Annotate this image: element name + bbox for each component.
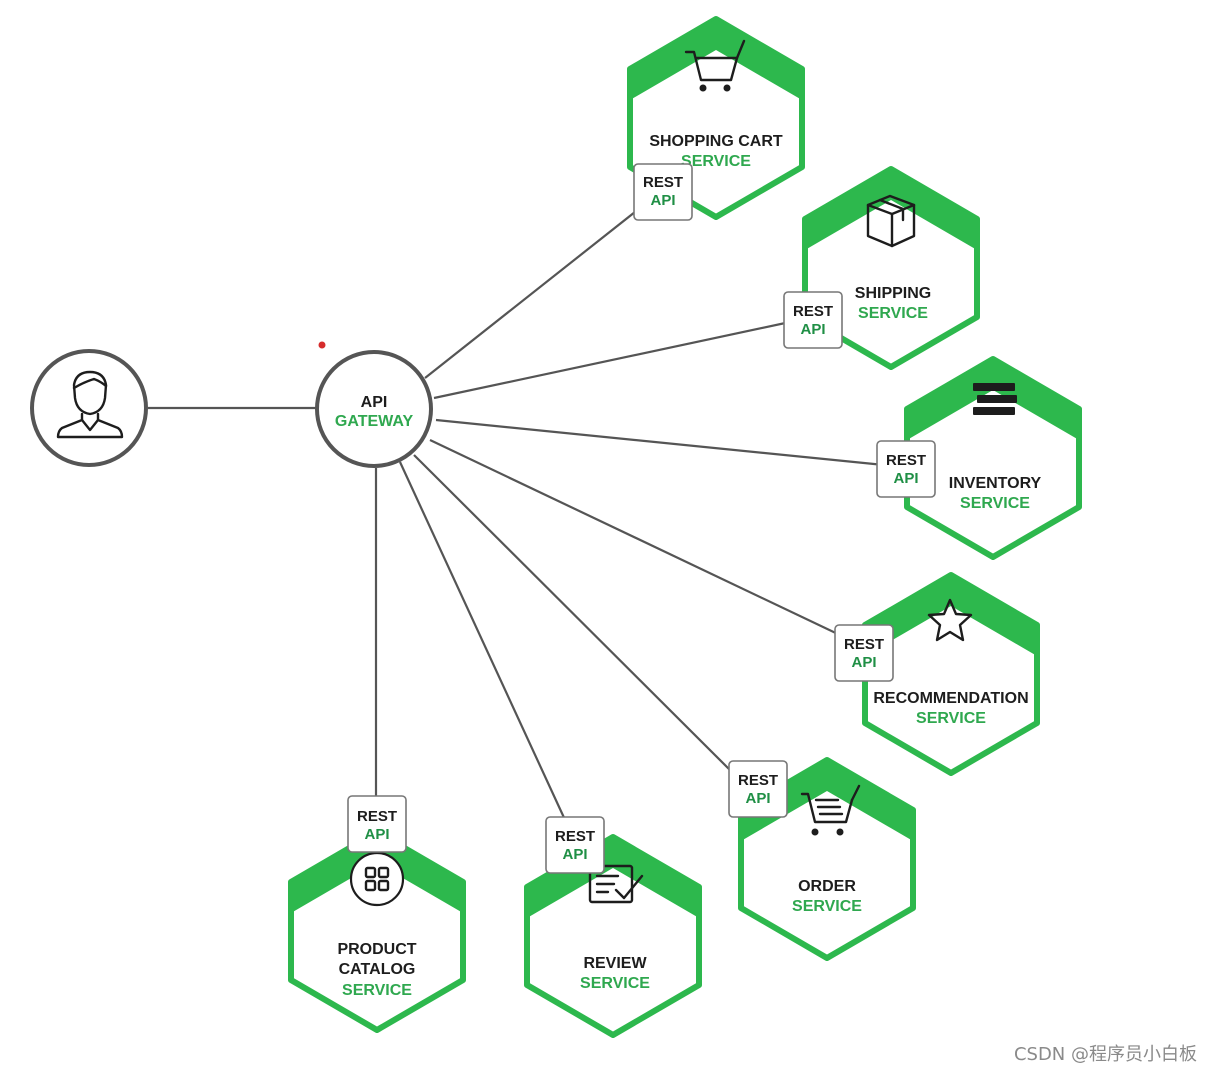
rest-api-badge-product-catalog: REST API [347,795,407,853]
connector-inventory [435,418,885,467]
connector-shopping-cart [424,207,641,379]
rest-api-badge-shopping-cart: REST API [633,163,693,221]
connector-order [413,454,739,779]
user-icon [56,370,124,439]
api-gateway-node: API GATEWAY [315,350,433,468]
svg-text:REST: REST [643,174,683,191]
svg-text:REST: REST [886,452,926,469]
service-review: REVIEW SERVICE [524,834,702,1038]
svg-text:API: API [364,826,389,843]
gateway-label-line2: GATEWAY [335,413,414,430]
svg-text:API: API [851,654,876,671]
service-subtitle: SERVICE [858,305,928,322]
service-name: PRODUCT [337,941,416,958]
connector-review [399,461,567,823]
svg-text:REST: REST [844,636,884,653]
service-name: SHIPPING [855,285,931,302]
rest-api-badge-recommendation: REST API [834,624,894,682]
service-name: ORDER [798,878,856,895]
connector-shipping [433,320,791,400]
svg-text:API: API [893,470,918,487]
shopping-cart-icon [684,39,746,92]
svg-text:REST: REST [555,828,595,845]
service-name: REVIEW [583,955,647,972]
rest-api-badge-review: REST API [545,816,605,874]
service-name: RECOMMENDATION [873,690,1028,707]
marker-dot [318,341,326,349]
svg-text:REST: REST [738,772,778,789]
service-subtitle: SERVICE [681,153,751,170]
service-subtitle: SERVICE [580,975,650,992]
service-name: SHOPPING CART [649,133,783,150]
service-subtitle: SERVICE [916,710,986,727]
star-icon [927,598,973,642]
cart-with-list-icon [800,784,861,836]
rest-api-badge-inventory: REST API [876,440,936,498]
svg-text:API: API [650,192,675,209]
service-product-catalog: PRODUCT CATALOG SERVICE [288,829,466,1033]
svg-text:API: API [800,321,825,338]
service-name: INVENTORY [949,475,1042,492]
grid-icon [349,851,405,907]
client-node [30,349,148,467]
package-box-icon [866,194,916,248]
svg-text:API: API [745,790,770,807]
watermark: CSDN @程序员小白板 [1013,1044,1197,1065]
service-subtitle: SERVICE [792,898,862,915]
gateway-label-line1: API [361,394,388,411]
service-shipping: SHIPPING SERVICE [802,166,980,370]
svg-text:REST: REST [357,808,397,825]
connector-recommendation [429,439,843,637]
svg-text:REST: REST [793,303,833,320]
service-subtitle: SERVICE [342,982,412,999]
svg-text:API: API [562,846,587,863]
service-name-line2: CATALOG [339,961,416,978]
stacked-bars-icon [973,383,1017,415]
service-inventory: INVENTORY SERVICE [904,356,1082,560]
rest-api-badge-shipping: REST API [783,291,843,349]
rest-api-badge-order: REST API [728,760,788,818]
service-subtitle: SERVICE [960,495,1030,512]
connectors [148,207,885,823]
checklist-icon [588,864,644,904]
